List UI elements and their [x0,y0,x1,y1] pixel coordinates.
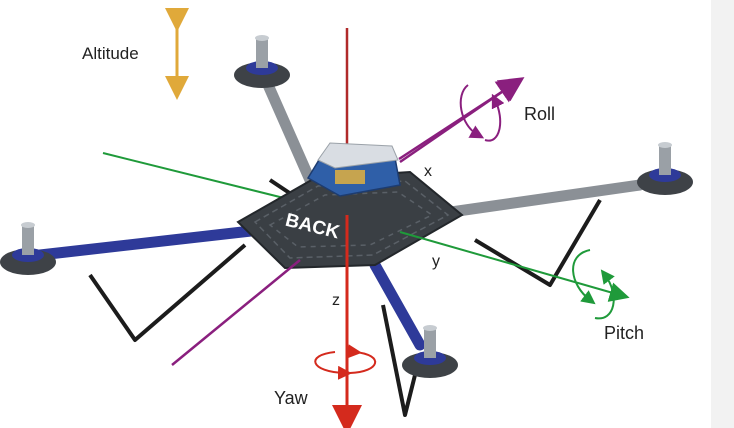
motor-back-right [637,142,693,195]
motor-back-left [234,35,290,88]
altitude-label: Altitude [82,44,139,63]
x-axis-arrow [399,77,523,164]
motor-front-left [0,222,56,275]
y-axis-label: y [432,253,440,270]
roll-label: Roll [524,104,555,124]
arm-back-right [424,179,646,221]
flight-controller [306,142,401,197]
right-edge-strip [711,0,734,428]
pitch-label: Pitch [604,323,644,343]
arm-front-right [369,259,426,351]
x-axis-label: x [424,163,432,180]
x-axis-line-back [171,259,301,366]
pitch-rotation-icon [572,249,615,320]
motor-front-right [402,325,458,378]
y-axis-line [399,231,630,302]
arm-front-left [34,224,266,261]
yaw-label: Yaw [274,388,309,408]
arm-back-left [259,72,316,186]
yaw-rotation-icon [314,344,377,380]
z-axis-label: z [332,292,340,309]
roll-rotation-icon [459,84,505,142]
drone-arms [34,72,646,351]
y-axis-line-back [102,152,301,203]
